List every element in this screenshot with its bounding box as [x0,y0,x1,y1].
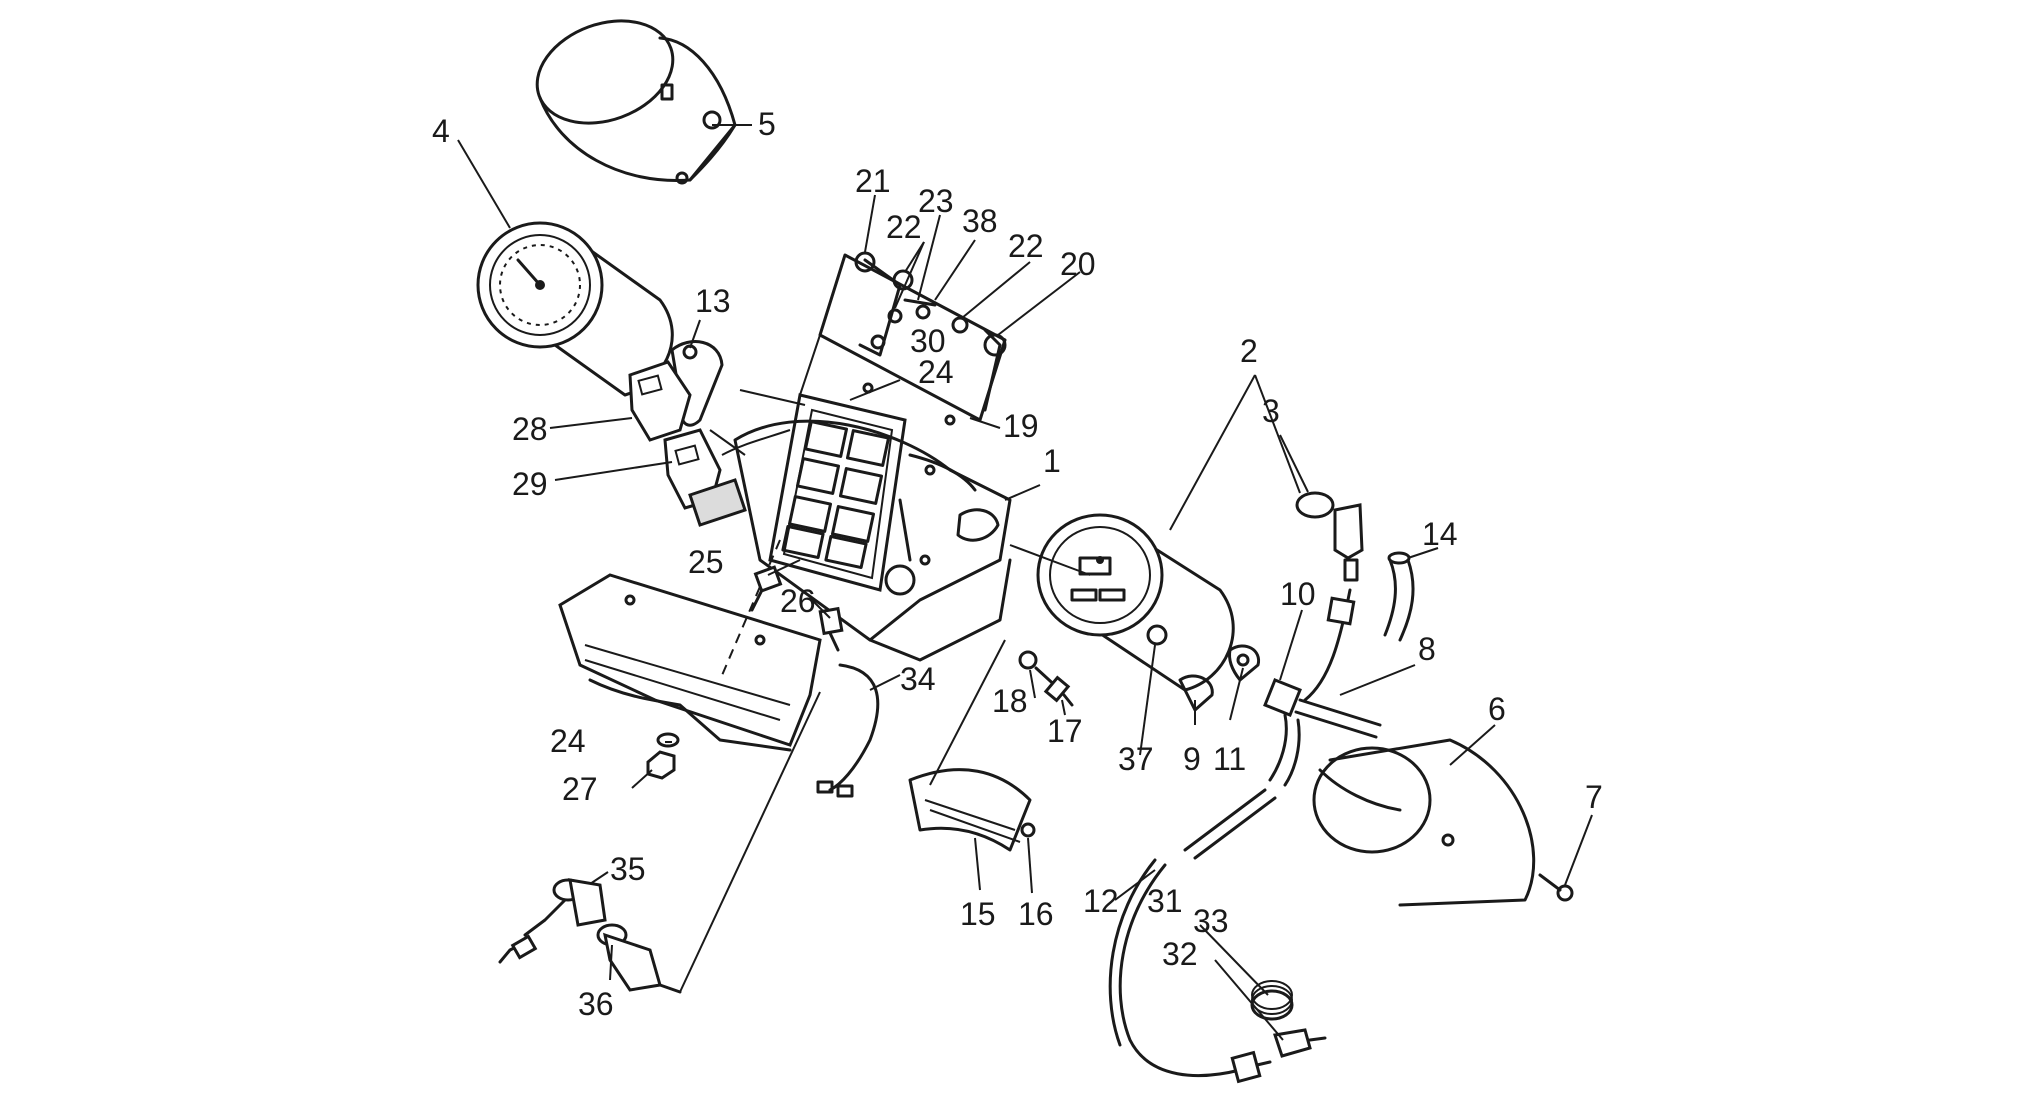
callout-labels: 1 2 3 4 5 6 7 8 9 10 11 12 13 14 15 16 1… [432,106,1603,1022]
callout-7: 7 [1585,779,1603,815]
callout-22-left: 22 [886,209,922,245]
callout-17: 17 [1047,713,1083,749]
parts-8-10-cable-sleeve [1183,588,1382,860]
callout-28: 28 [512,411,548,447]
callout-19: 19 [1003,408,1039,444]
callout-26: 26 [780,583,816,619]
callout-13: 13 [695,283,731,319]
callout-37: 37 [1118,741,1154,777]
callout-24-top: 24 [918,354,954,390]
callout-1: 1 [1043,443,1061,479]
parts-35-36-ignition-switch [498,691,821,994]
callout-18: 18 [992,683,1028,719]
callout-29: 29 [512,466,548,502]
warning-light-panel [768,393,907,592]
callout-leaders [457,124,1593,1041]
callout-15: 15 [960,896,996,932]
parts-31-32-33-fittings [1250,980,1327,1058]
callout-10: 10 [1280,576,1316,612]
callout-33: 33 [1193,903,1229,939]
callout-24-bottom: 24 [550,723,586,759]
callout-20: 20 [1060,246,1096,282]
callout-25: 25 [688,544,724,580]
callout-11: 11 [1213,741,1246,777]
callout-36: 36 [578,986,614,1022]
part-14-hose [1383,551,1415,642]
part-6-speedometer-cup [1312,738,1536,907]
callout-16: 16 [1018,896,1054,932]
callout-8: 8 [1418,631,1436,667]
callout-6: 6 [1488,691,1506,727]
callout-32: 32 [1162,936,1198,972]
part-7-screw [1538,873,1574,902]
callout-21: 21 [855,163,891,199]
part-19-warning-light-bracket [818,251,1007,426]
callout-14: 14 [1422,516,1458,552]
callout-34: 34 [900,661,936,697]
callout-12: 12 [1083,883,1119,919]
part-1-dashboard-housing [733,419,1012,662]
callout-30: 30 [910,323,946,359]
callout-4: 4 [432,113,450,149]
parts-9-11-37-brackets [1146,624,1261,712]
assembly-lines [709,334,1091,576]
parts-28-29-switch-blocks [628,360,747,527]
callout-23: 23 [918,183,954,219]
part-3-bulb-holder [1295,491,1364,582]
callout-35: 35 [610,851,646,887]
parts-24-27-nut-washer [646,732,680,780]
part-5-tachometer-cup [535,19,737,185]
callout-9: 9 [1183,741,1201,777]
part-12-cable [1108,858,1272,1084]
callout-2: 2 [1240,333,1258,369]
callout-3: 3 [1262,393,1280,429]
part-2-speedometer [1036,513,1235,692]
callout-22-right: 22 [1008,228,1044,264]
lower-cover [558,539,822,752]
callout-27: 27 [562,771,598,807]
callout-31: 31 [1147,883,1183,919]
parts-17-18-connector [1018,650,1074,707]
part-34-wiring-cable [816,663,880,798]
callout-38: 38 [962,203,998,239]
parts-15-16-lower-panel [908,639,1036,852]
callout-5: 5 [758,106,776,142]
